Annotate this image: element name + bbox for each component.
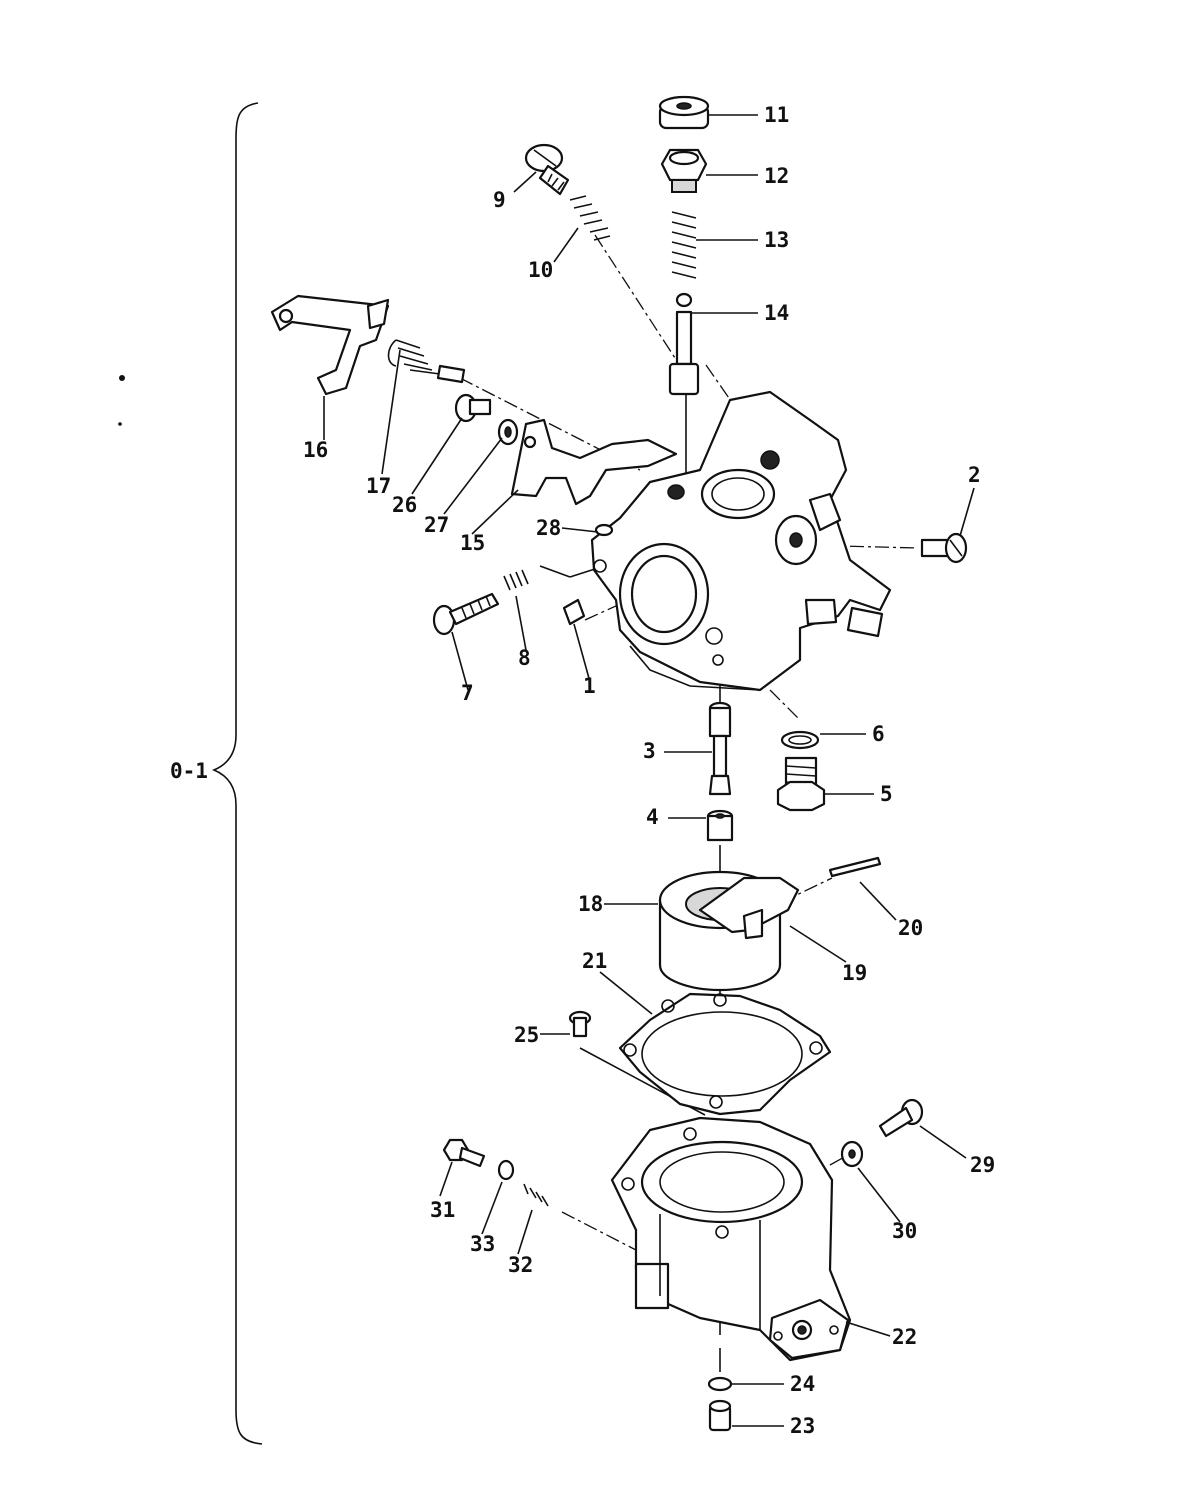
callout-4: 4 <box>646 805 659 829</box>
part-28-pin <box>594 523 614 537</box>
part-10-spring <box>569 195 611 241</box>
callout-19: 19 <box>842 961 867 985</box>
callout-29: 29 <box>970 1153 995 1177</box>
part-14-needle <box>668 292 700 396</box>
part-2-screw <box>920 532 968 564</box>
callout-17: 17 <box>366 474 391 498</box>
callout-11: 11 <box>764 103 789 127</box>
part-33-washer <box>497 1159 515 1181</box>
part-4-jet <box>706 809 734 842</box>
callout-22: 22 <box>892 1325 917 1349</box>
part-15-lever <box>510 418 678 506</box>
callout-9: 9 <box>493 188 506 212</box>
callout-26: 26 <box>392 493 417 517</box>
callout-3: 3 <box>643 739 656 763</box>
part-6-gasket <box>780 730 820 750</box>
part-5-plug <box>776 756 826 812</box>
part-9-screw <box>524 143 570 196</box>
callout-15: 15 <box>460 531 485 555</box>
assembly-label: 0-1 <box>170 759 208 783</box>
callout-10: 10 <box>528 258 553 282</box>
part-12-nut <box>660 148 708 193</box>
part-25-screw <box>568 1010 592 1038</box>
callout-33: 33 <box>470 1232 495 1256</box>
callout-1: 1 <box>583 674 596 698</box>
part-30-washer <box>840 1140 864 1168</box>
part-19-float-hinge <box>698 876 800 940</box>
callout-14: 14 <box>764 301 789 325</box>
part-31-screw <box>442 1138 486 1168</box>
callout-21: 21 <box>582 949 607 973</box>
callout-6: 6 <box>872 722 885 746</box>
stray-mark <box>118 422 122 426</box>
callout-12: 12 <box>764 164 789 188</box>
part-17-spring <box>387 339 466 384</box>
callout-7: 7 <box>461 681 474 705</box>
part-20-pin <box>828 856 882 878</box>
callout-28: 28 <box>536 516 561 540</box>
callout-23: 23 <box>790 1414 815 1438</box>
callout-24: 24 <box>790 1372 815 1396</box>
part-7-screw <box>432 592 500 636</box>
part-23-screw <box>708 1399 732 1432</box>
part-8-spring <box>503 569 529 591</box>
part-21-gasket <box>618 992 832 1116</box>
part-27-washer <box>497 418 519 446</box>
callout-32: 32 <box>508 1253 533 1277</box>
part-11-cap <box>658 95 710 130</box>
part-26-screw <box>454 393 492 423</box>
callout-16: 16 <box>303 438 328 462</box>
part-29-screw <box>878 1098 924 1138</box>
part-13-spring <box>671 211 697 279</box>
part-3-tube <box>708 701 732 796</box>
callout-13: 13 <box>764 228 789 252</box>
callout-8: 8 <box>518 646 531 670</box>
callout-27: 27 <box>424 513 449 537</box>
callout-2: 2 <box>968 463 981 487</box>
part-16-bracket <box>270 294 390 396</box>
callout-30: 30 <box>892 1219 917 1243</box>
part-1-jet <box>562 598 586 626</box>
callout-labels: 1 2 3 4 5 6 7 8 9 10 11 12 13 14 15 16 1… <box>303 103 995 1438</box>
part-22-float-bowl <box>610 1116 852 1362</box>
stray-mark <box>119 375 125 381</box>
callout-18: 18 <box>578 892 603 916</box>
part-24-washer <box>707 1376 733 1392</box>
assembly-brace <box>211 102 263 1445</box>
part-32-spring <box>523 1183 549 1207</box>
leader-lines <box>323 114 975 1427</box>
callout-20: 20 <box>898 916 923 940</box>
callout-31: 31 <box>430 1198 455 1222</box>
callout-25: 25 <box>514 1023 539 1047</box>
callout-5: 5 <box>880 782 893 806</box>
part-carburetor-body <box>590 390 892 692</box>
